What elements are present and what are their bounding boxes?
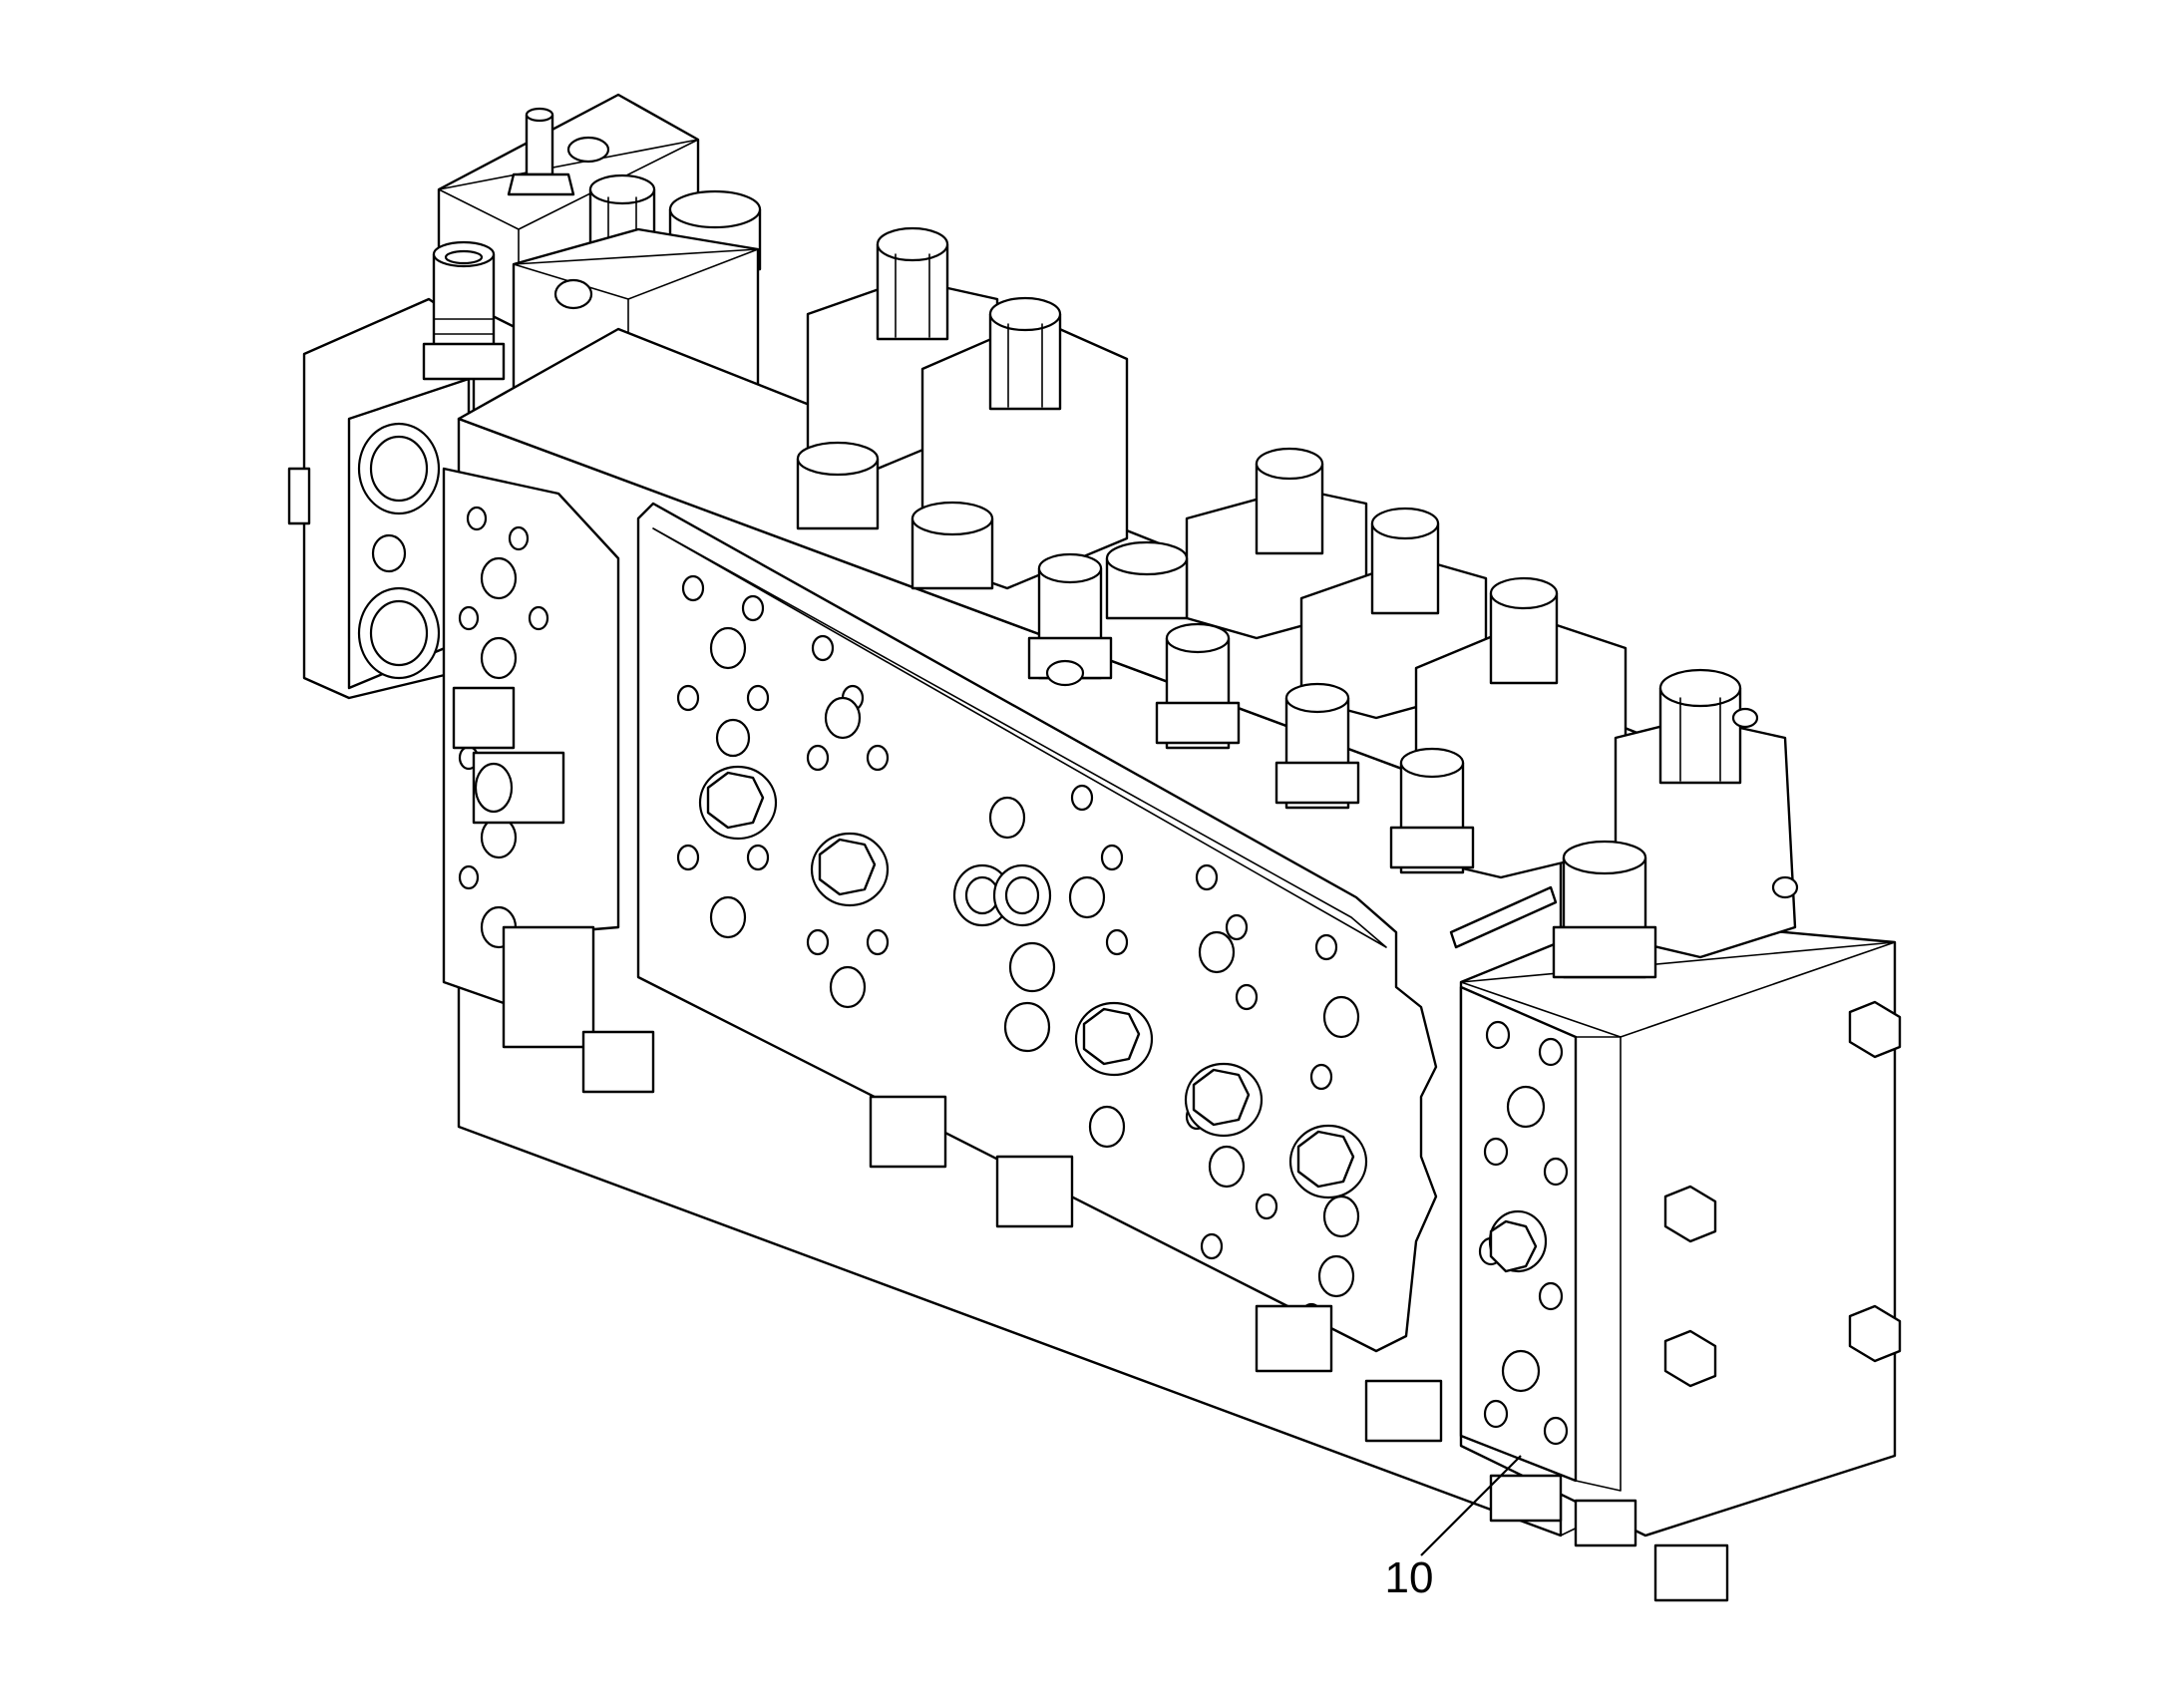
bottom-ports — [502, 925, 1563, 1523]
pilot-hex-caps — [876, 226, 1559, 685]
callout-label-10: 10 — [1384, 1553, 1434, 1602]
left-end-plate — [442, 467, 620, 1019]
callout-leader-line — [1420, 1455, 1522, 1556]
end-plate-section — [1459, 915, 1902, 1602]
end-relief-valve — [1552, 668, 1799, 979]
cover-hex-bolts — [698, 718, 1368, 1199]
cover-holes — [676, 574, 1360, 1330]
inlet-end-block — [287, 297, 476, 700]
left-pressure-switch — [422, 240, 506, 381]
body-cap-nuts — [796, 441, 1189, 620]
name-plate — [1449, 885, 1558, 949]
